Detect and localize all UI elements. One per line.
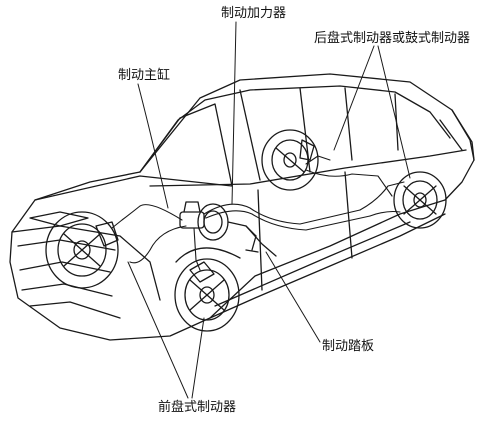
brake-pedal-linkage bbox=[245, 225, 277, 257]
brake-lines bbox=[111, 155, 405, 271]
front-left-wheel bbox=[45, 211, 119, 289]
car-body bbox=[9, 73, 475, 341]
front-right-wheel bbox=[174, 247, 241, 332]
master-cylinder-booster bbox=[179, 201, 257, 241]
label-brake-pedal: 制动踏板 bbox=[322, 339, 375, 354]
label-master-cylinder: 制动主缸 bbox=[118, 68, 171, 83]
rear-lower-wheel bbox=[393, 171, 447, 229]
rear-upper-wheel bbox=[261, 129, 319, 191]
leader-lines bbox=[127, 21, 411, 399]
label-brake-booster: 制动加力器 bbox=[221, 6, 287, 21]
label-rear-brake: 后盘式制动器或鼓式制动器 bbox=[314, 31, 471, 46]
label-front-brake: 前盘式制动器 bbox=[158, 400, 237, 415]
